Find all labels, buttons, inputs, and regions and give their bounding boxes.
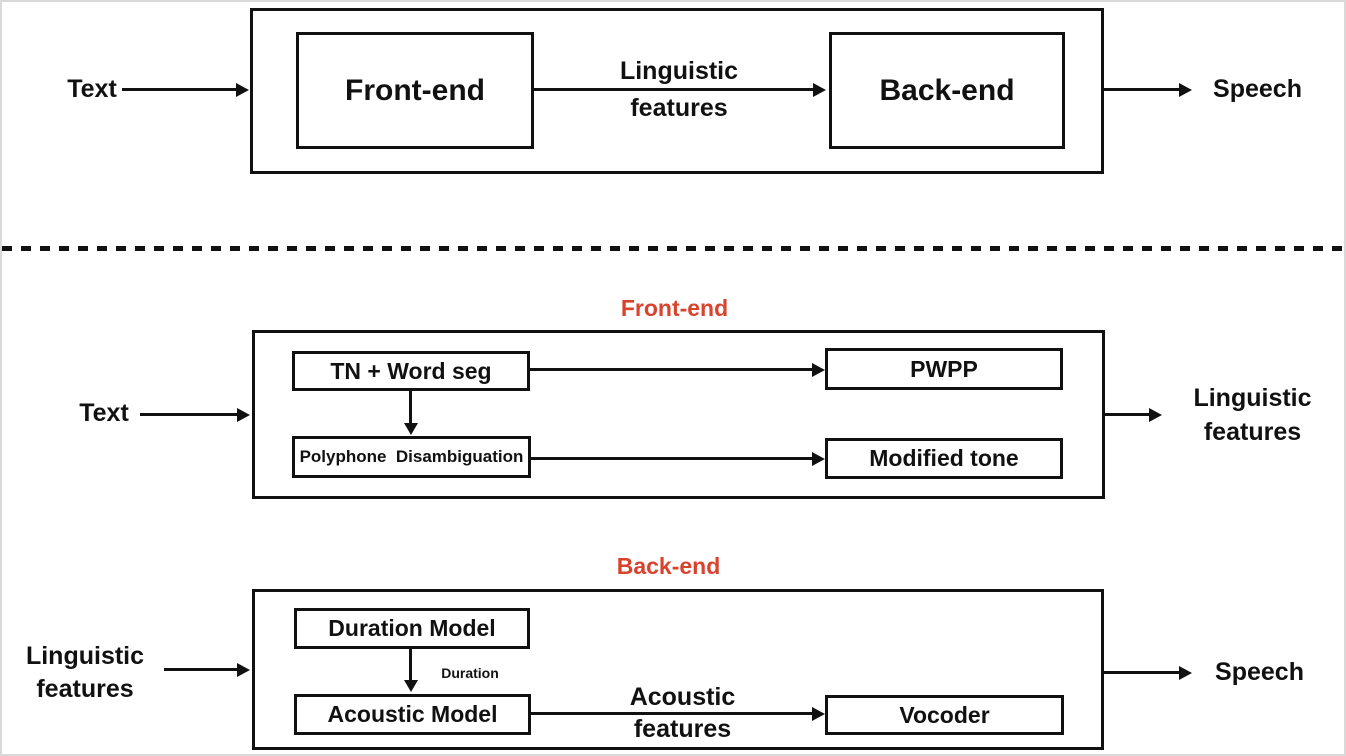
arrowhead-down-icon: [404, 680, 418, 692]
backend-input-label-line1: Linguistic: [25, 642, 145, 670]
backend-detail-box: [252, 589, 1104, 750]
frontend-section-title: Front-end: [620, 295, 729, 321]
arrowhead-right-icon: [1149, 408, 1162, 422]
frontend-output-label-line1: Linguistic: [1193, 384, 1312, 412]
backend-input-label-line2: features: [36, 675, 134, 703]
overview-pipeline-box: [250, 8, 1104, 174]
tn-word-seg-label: TN + Word seg: [330, 357, 492, 384]
arrow-duration-to-acoustic: [409, 649, 412, 680]
arrow-tn-to-pwpp: [530, 368, 812, 371]
arrow-frontend-to-features: [1105, 413, 1149, 416]
arrowhead-right-icon: [237, 408, 250, 422]
arrowhead-right-icon: [812, 452, 825, 466]
acoustic-link-label-line1: Acoustic: [629, 683, 736, 711]
acoustic-link-label-line2: features: [633, 715, 732, 743]
arrow-acoustic-to-vocoder: [531, 712, 812, 715]
arrowhead-right-icon: [812, 363, 825, 377]
arrow-features-to-backend: [164, 668, 237, 671]
overview-link-label-line1: Linguistic: [619, 57, 739, 85]
arrow-pipeline-to-speech: [1104, 88, 1179, 91]
vocoder-box: Vocoder: [825, 695, 1064, 735]
arrowhead-right-icon: [236, 83, 249, 97]
polyphone-disambiguation-label: Polyphone Disambiguation: [299, 447, 524, 466]
overview-backend-label: Back-end: [879, 73, 1015, 107]
arrow-text-to-pipeline: [122, 88, 236, 91]
overview-output-label: Speech: [1213, 75, 1302, 103]
frontend-detail-box: [252, 330, 1105, 499]
arrow-tn-to-polyphone: [409, 391, 412, 423]
overview-frontend-label: Front-end: [345, 73, 485, 107]
arrowhead-right-icon: [812, 707, 825, 721]
arrowhead-right-icon: [237, 663, 250, 677]
arrow-polyphone-to-modified-tone: [531, 457, 812, 460]
overview-link-label-line2: features: [630, 94, 728, 122]
arrow-backend-to-speech: [1104, 671, 1179, 674]
overview-frontend-box: Front-end: [296, 32, 534, 149]
backend-section-title: Back-end: [616, 553, 721, 579]
arrowhead-right-icon: [1179, 83, 1192, 97]
acoustic-model-label: Acoustic Model: [327, 701, 498, 727]
arrow-text-to-frontend: [140, 413, 237, 416]
duration-arrow-label: Duration: [441, 665, 499, 681]
arrowhead-right-icon: [813, 83, 826, 97]
arrowhead-down-icon: [404, 423, 418, 435]
vocoder-label: Vocoder: [899, 701, 990, 728]
section-divider: [2, 246, 1344, 251]
arrow-frontend-to-backend: [534, 88, 813, 91]
acoustic-model-box: Acoustic Model: [294, 694, 531, 735]
modified-tone-box: Modified tone: [825, 438, 1063, 479]
backend-output-label: Speech: [1215, 658, 1304, 686]
duration-model-label: Duration Model: [328, 615, 496, 641]
modified-tone-label: Modified tone: [869, 445, 1019, 471]
overview-backend-box: Back-end: [829, 32, 1065, 149]
arrowhead-right-icon: [1179, 666, 1192, 680]
duration-model-box: Duration Model: [294, 608, 530, 649]
frontend-input-label: Text: [79, 399, 129, 427]
overview-input-label: Text: [67, 75, 117, 103]
pwpp-label: PWPP: [910, 355, 978, 382]
polyphone-disambiguation-box: Polyphone Disambiguation: [292, 436, 531, 478]
frontend-output-label-line2: features: [1203, 418, 1302, 446]
tn-word-seg-box: TN + Word seg: [292, 351, 530, 391]
pwpp-box: PWPP: [825, 348, 1063, 390]
